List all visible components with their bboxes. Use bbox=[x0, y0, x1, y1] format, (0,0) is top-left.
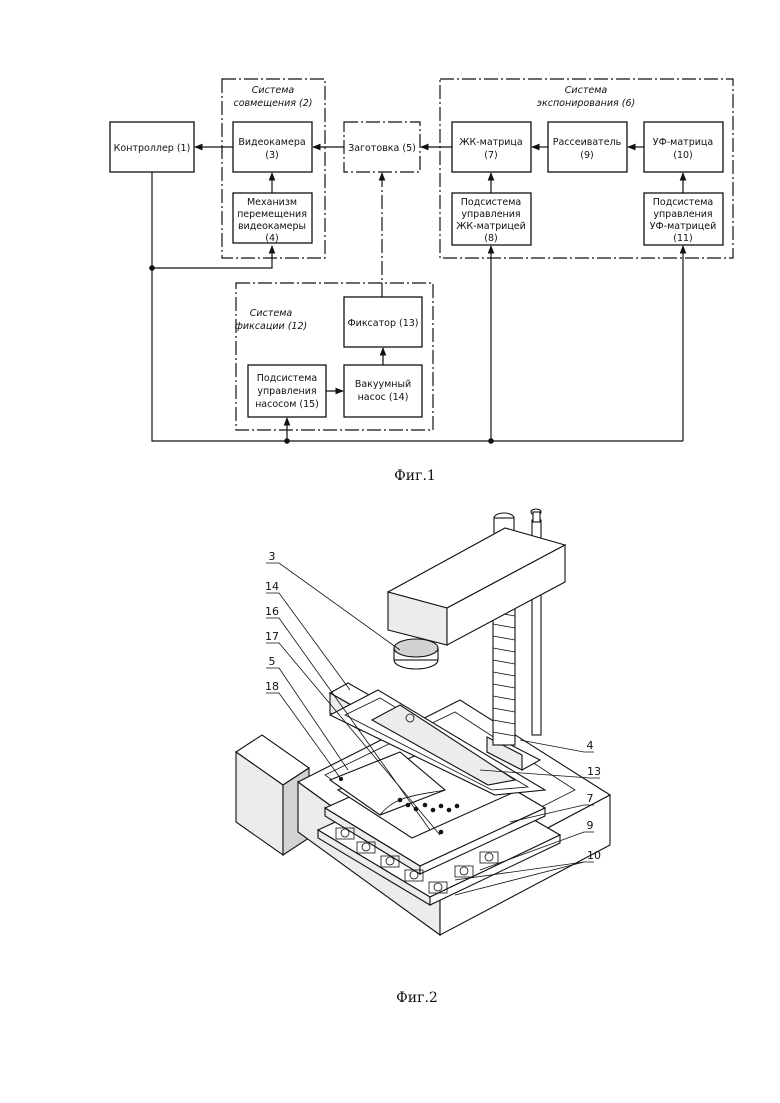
system-title-exposure-2: экспонирования (6) bbox=[537, 98, 635, 109]
block-diagram: Система совмещения (2) Система экспониро… bbox=[110, 79, 733, 484]
block-uv-matrix-label-2: (10) bbox=[673, 150, 693, 161]
part-label-13: 13 bbox=[587, 765, 601, 778]
figure-2-caption: Фиг.2 bbox=[396, 990, 438, 1006]
block-camera-mechanism-label-2: перемещения bbox=[237, 209, 307, 220]
part-label-5: 5 bbox=[269, 655, 276, 668]
block-vacuum-pump-label-2: насос (14) bbox=[358, 392, 409, 403]
block-controller-label: Контроллер (1) bbox=[114, 143, 191, 154]
block-pump-control-label-3: насосом (15) bbox=[255, 399, 319, 410]
system-title-alignment-2: совмещения (2) bbox=[233, 98, 312, 109]
block-lcd-control-label-2: управления bbox=[461, 209, 520, 220]
block-camera-mechanism-label-4: (4) bbox=[265, 233, 278, 244]
block-uv-matrix-label-1: УФ-матрица bbox=[653, 137, 713, 148]
part-label-10: 10 bbox=[587, 849, 601, 862]
block-lcd-matrix-label-1: ЖК-матрица bbox=[459, 137, 522, 148]
figure-1-caption: Фиг.1 bbox=[394, 468, 436, 484]
block-uv-control-label-1: Подсистема bbox=[653, 197, 714, 208]
block-fixator-label: Фиксатор (13) bbox=[347, 318, 418, 329]
system-title-exposure-1: Система bbox=[565, 85, 608, 96]
block-pump-control-label-2: управления bbox=[257, 386, 316, 397]
block-camera-mechanism-label-1: Механизм bbox=[247, 197, 297, 208]
block-diffuser-label-1: Рассеиватель bbox=[553, 137, 622, 148]
device-drawing: 3 14 16 17 5 18 4 13 7 9 10 Фиг.2 bbox=[236, 509, 610, 1006]
block-lcd-control-label-3: ЖК-матрицей bbox=[456, 221, 526, 232]
part-label-4: 4 bbox=[587, 739, 594, 752]
block-pump-control-label-1: Подсистема bbox=[257, 373, 318, 384]
block-uv-control-label-4: (11) bbox=[673, 233, 693, 244]
block-vacuum-pump-label-1: Вакуумный bbox=[355, 379, 411, 390]
block-uv-control-label-2: управления bbox=[653, 209, 712, 220]
block-diffuser-label-2: (9) bbox=[580, 150, 593, 161]
block-uv-control-label-3: УФ-матрицей bbox=[650, 221, 717, 232]
part-label-18: 18 bbox=[265, 680, 279, 693]
block-lcd-control-label-1: Подсистема bbox=[461, 197, 522, 208]
part-label-16: 16 bbox=[265, 605, 279, 618]
system-title-alignment-1: Система bbox=[252, 85, 295, 96]
block-lcd-matrix-label-2: (7) bbox=[484, 150, 497, 161]
part-label-17: 17 bbox=[265, 630, 279, 643]
block-workpiece-label: Заготовка (5) bbox=[348, 143, 416, 154]
part-label-9: 9 bbox=[587, 819, 594, 832]
system-title-fixation-1: Система bbox=[250, 308, 293, 319]
system-title-fixation-2: фиксации (12) bbox=[235, 321, 307, 332]
block-vacuum-pump bbox=[344, 365, 422, 417]
part-label-3: 3 bbox=[269, 550, 276, 563]
part-label-14: 14 bbox=[265, 580, 279, 593]
block-camera-mechanism-label-3: видеокамеры bbox=[238, 221, 306, 232]
block-lcd-control-label-4: (8) bbox=[484, 233, 497, 244]
camera bbox=[394, 639, 438, 669]
block-video-camera-label-1: Видеокамера bbox=[238, 137, 305, 148]
part-label-7: 7 bbox=[587, 792, 594, 805]
block-video-camera-label-2: (3) bbox=[265, 150, 278, 161]
